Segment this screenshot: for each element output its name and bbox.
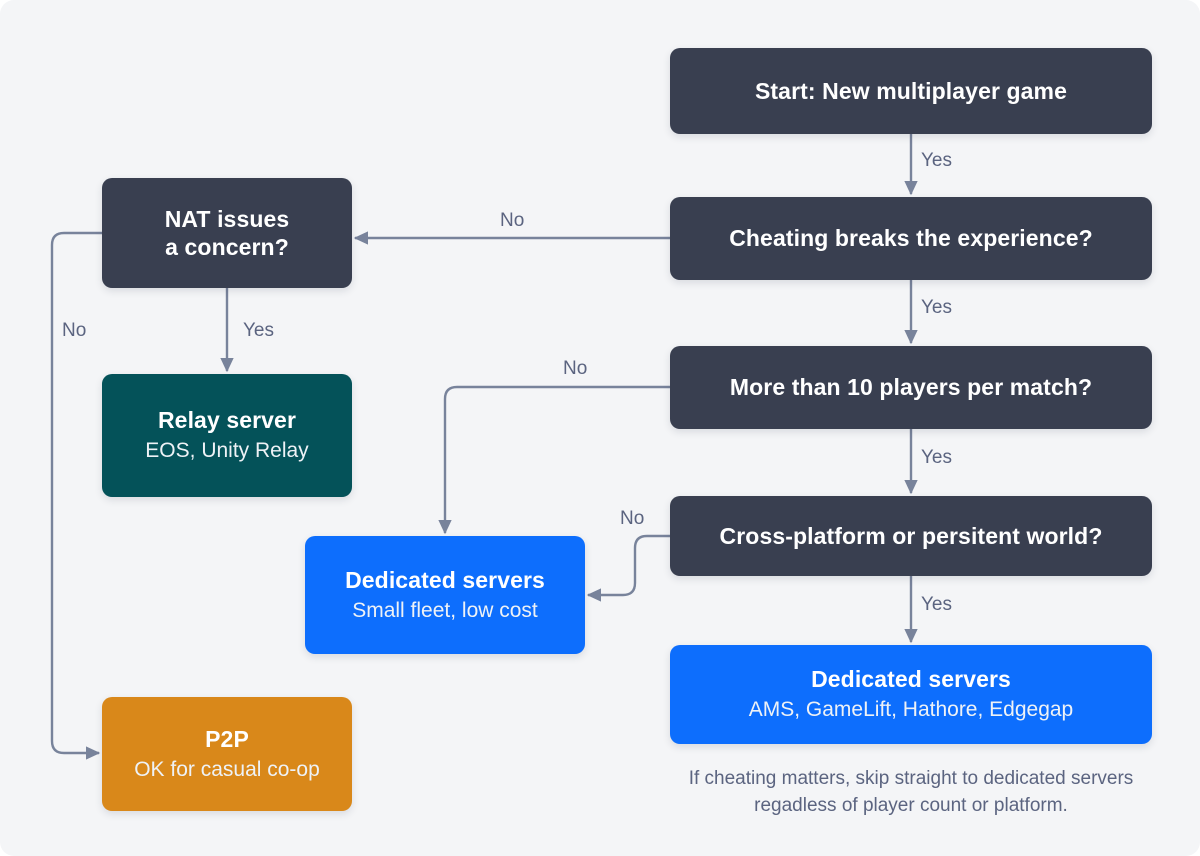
decision-cross-platform-title: Cross-platform or persitent world? <box>719 522 1103 549</box>
outcome-dedicated-servers-full-subtitle: AMS, GameLift, Hathore, Edgegap <box>748 698 1074 722</box>
start-node-title: Start: New multiplayer game <box>754 77 1067 104</box>
edge-label-start-to-cheating: Yes <box>921 150 952 171</box>
edge-path-crossplatform-no-to-dedicated-small <box>586 534 670 602</box>
footnote-caption: If cheating matters, skip straight to de… <box>633 766 1189 820</box>
edge-label-players-no-to-dedicated-small: No <box>563 358 588 379</box>
edge-label-crossplatform-no-to-dedicated-small: No <box>620 508 645 529</box>
decision-nat-issues[interactable]: NAT issues a concern? <box>102 178 352 288</box>
outcome-relay-server-subtitle: EOS, Unity Relay <box>145 439 309 463</box>
footnote-caption-line2: regadless of player count or platform. <box>754 794 1068 816</box>
outcome-relay-server[interactable]: Relay server EOS, Unity Relay <box>102 374 352 497</box>
outcome-p2p-subtitle: OK for casual co-op <box>134 757 320 781</box>
outcome-p2p[interactable]: P2P OK for casual co-op <box>102 697 352 811</box>
decision-cheating[interactable]: Cheating breaks the experience? <box>670 197 1152 280</box>
edge-label-crossplatform-to-dedicated-full: Yes <box>921 594 952 615</box>
decision-player-count[interactable]: More than 10 players per match? <box>670 346 1152 429</box>
outcome-dedicated-servers-small[interactable]: Dedicated servers Small fleet, low cost <box>305 536 585 654</box>
decision-cross-platform[interactable]: Cross-platform or persitent world? <box>670 496 1152 576</box>
edge-label-nat-yes-to-relay: Yes <box>243 320 274 341</box>
edge-path-nat-no-to-p2p <box>50 231 102 760</box>
outcome-dedicated-servers-small-title: Dedicated servers <box>345 566 545 593</box>
edge-label-cheating-to-players: Yes <box>921 297 952 318</box>
edge-label-cheating-no-to-nat: No <box>500 210 525 231</box>
outcome-dedicated-servers-full[interactable]: Dedicated servers AMS, GameLift, Hathore… <box>670 645 1152 744</box>
outcome-relay-server-title: Relay server <box>157 407 297 434</box>
decision-player-count-title: More than 10 players per match? <box>729 374 1093 401</box>
edge-label-players-to-crossplatform: Yes <box>921 447 952 468</box>
decision-cheating-title: Cheating breaks the experience? <box>729 225 1093 252</box>
outcome-dedicated-servers-small-subtitle: Small fleet, low cost <box>352 598 538 622</box>
outcome-dedicated-servers-full-title: Dedicated servers <box>811 666 1011 693</box>
outcome-p2p-title: P2P <box>205 725 249 752</box>
footnote-caption-line1: If cheating matters, skip straight to de… <box>688 768 1134 789</box>
decision-nat-issues-title: NAT issues a concern? <box>164 205 290 260</box>
start-node[interactable]: Start: New multiplayer game <box>670 48 1152 134</box>
edge-label-nat-no-to-p2p: No <box>62 320 87 341</box>
